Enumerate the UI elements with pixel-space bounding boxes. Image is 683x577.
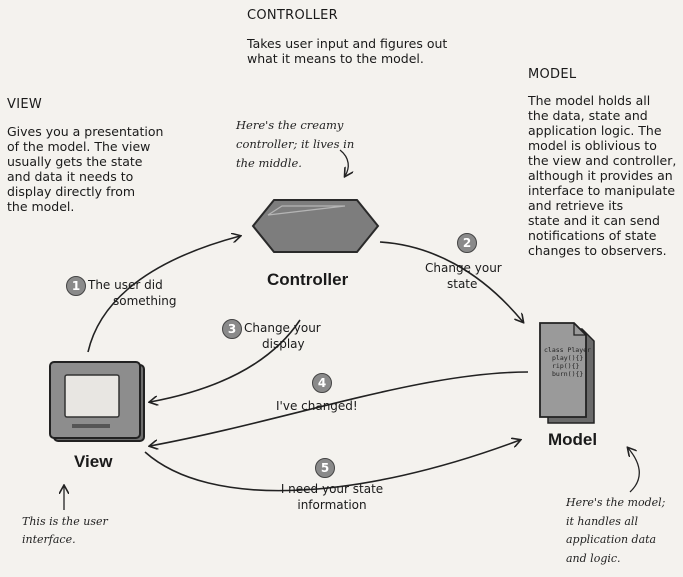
- step-1: 1: [66, 275, 86, 296]
- step-1-text: The user did something: [88, 278, 177, 308]
- controller-note: Here's the creamy controller; it lives i…: [236, 118, 355, 170]
- arrow-notify-changed: [150, 371, 529, 446]
- view-description: Gives you a presentation of the model. T…: [7, 124, 164, 214]
- model-label: Model: [548, 430, 598, 449]
- view-label: View: [74, 452, 113, 471]
- controller-shape: [251, 199, 380, 253]
- step-2-text: Change your state: [425, 261, 502, 291]
- step-4: 4: [312, 372, 332, 393]
- arrow-user-action: [87, 236, 240, 353]
- view-note: This is the user interface.: [22, 515, 108, 546]
- view-computer-icon: [49, 361, 145, 442]
- step-badge: 1: [66, 276, 86, 296]
- note-arrow-model: [628, 448, 640, 493]
- model-code: class Player play(){} rip(){} burn(){}: [544, 346, 591, 378]
- controller-description: Takes user input and figures out what it…: [247, 36, 448, 66]
- step-5: 5: [315, 457, 335, 478]
- model-note: Here's the model; it handles all applica…: [566, 496, 666, 565]
- step-5-text: I need your state information: [280, 482, 384, 512]
- arrow-request-state: [144, 440, 520, 492]
- model-description: The model holds all the data, state and …: [528, 93, 677, 258]
- step-4-text: I've changed!: [276, 399, 358, 413]
- step-badge: 2: [457, 233, 477, 253]
- step-3-text: Change your display: [244, 321, 321, 351]
- step-badge: 4: [312, 373, 332, 393]
- controller-label: Controller: [267, 270, 349, 289]
- model-document-icon: [539, 322, 595, 424]
- step-3: 3: [222, 318, 242, 339]
- note-arrow-controller: [339, 149, 348, 176]
- step-badge: 3: [222, 319, 242, 339]
- view-heading: VIEW: [7, 97, 42, 112]
- step-badge: 5: [315, 458, 335, 478]
- arrow-change-display: [150, 319, 301, 402]
- model-heading: MODEL: [528, 67, 577, 82]
- arrow-change-state: [379, 241, 523, 322]
- step-2: 2: [457, 232, 477, 253]
- controller-heading: CONTROLLER: [247, 8, 338, 23]
